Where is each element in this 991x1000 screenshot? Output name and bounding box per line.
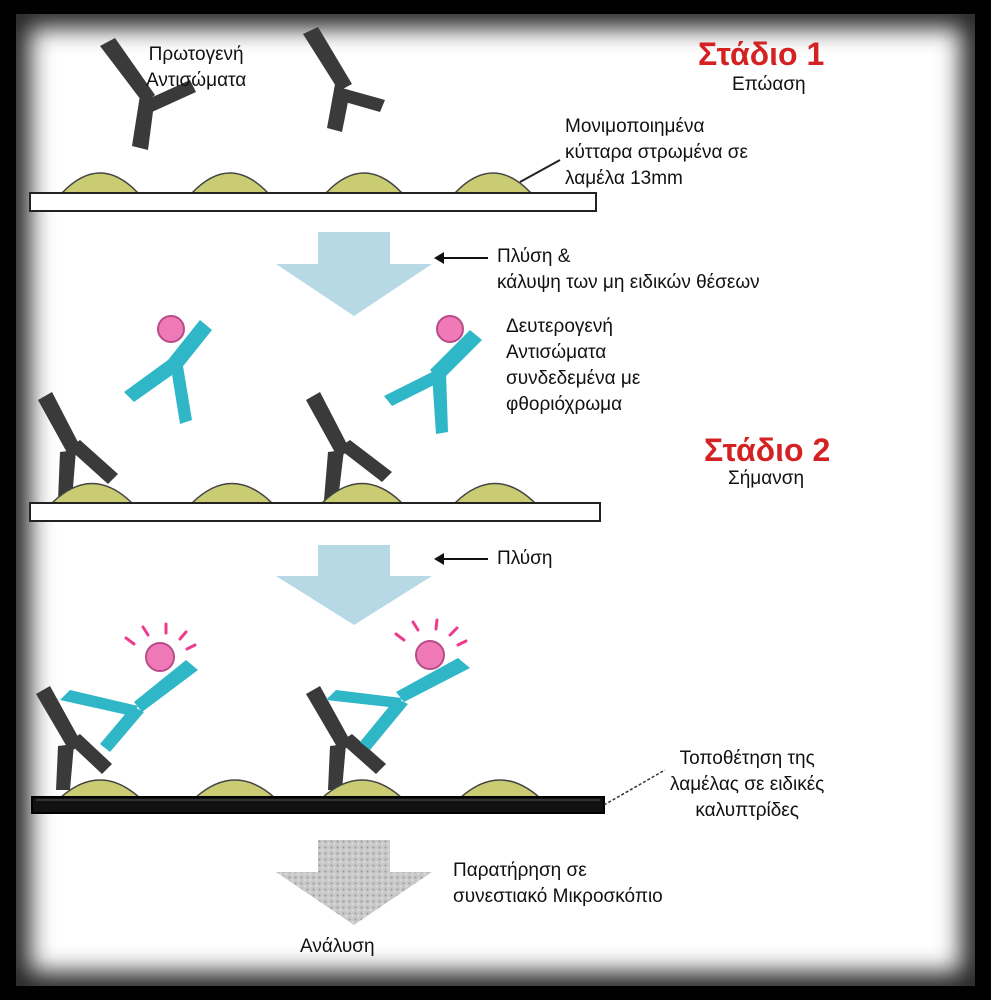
fluorophore-4-rays	[394, 618, 468, 647]
fluorophore-3-rays	[124, 622, 197, 651]
analysis-label: Ανάλυση	[300, 936, 375, 957]
wash-label: Πλύση	[497, 548, 553, 569]
wash-block-label: Πλύση & κάλυψη των μη ειδικών θέσεων	[497, 244, 760, 296]
mounting-label: Τοποθέτηση της λαμέλας σε ειδικές καλυπτ…	[670, 746, 824, 824]
stage2-coverslip	[29, 502, 601, 522]
fixed-cells-line-3: λαμέλα 13mm	[565, 168, 683, 189]
mounting-line-1: Τοποθέτηση της	[679, 748, 815, 769]
wash-block-line-2: κάλυψη των μη ειδικών θέσεων	[497, 272, 760, 293]
stage1-primary-antibody-1	[100, 38, 196, 150]
wash-arrow	[276, 545, 432, 625]
stage3-secondary-antibody-1	[60, 660, 198, 752]
fluorophore-4	[415, 640, 445, 670]
secondary-antibodies-label: Δευτερογενή Αντισώματα συνδεδεμένα με φθ…	[506, 314, 640, 418]
stage2-title: Στάδιο 2	[704, 432, 831, 468]
primary-antibodies-line-1: Πρωτογενή	[148, 44, 244, 65]
observation-arrow	[276, 840, 432, 925]
wash-block-arrow	[276, 232, 432, 316]
stage3-primary-antibody-1	[36, 686, 112, 790]
observation-label: Παρατήρηση σε συνεστιακό Μικροσκόπιο	[453, 858, 663, 910]
stage2-primary-antibody-2	[306, 392, 392, 500]
secondary-antibodies-line-3: συνδεδεμένα με	[506, 368, 641, 389]
secondary-antibodies-line-1: Δευτερογενή	[506, 316, 613, 337]
mounted-slide	[31, 796, 605, 814]
fixed-cells-line-1: Μονιμοποιημένα	[565, 116, 705, 137]
stage3-primary-antibody-2	[306, 686, 386, 790]
stage2-primary-antibody-1	[38, 392, 118, 500]
wash-pointer	[434, 553, 488, 565]
primary-antibodies-label: Πρωτογενή Αντισώματα	[146, 42, 246, 94]
secondary-antibodies-line-2: Αντισώματα	[506, 342, 607, 363]
fluorophore-1	[157, 315, 185, 343]
fluorophore-2	[436, 315, 464, 343]
secondary-antibodies-line-4: φθοριόχρωμα	[506, 394, 623, 415]
stage3-secondary-antibody-2	[326, 658, 470, 750]
stage1-title: Στάδιο 1	[698, 36, 825, 72]
fixed-cells-label: Μονιμοποιημένα κύτταρα στρωμένα σε λαμέλ…	[565, 114, 748, 192]
stage2-secondary-antibody-2	[384, 330, 482, 434]
primary-antibodies-line-2: Αντισώματα	[146, 70, 247, 91]
stage3-cells	[58, 779, 542, 799]
stage1-primary-antibody-2	[303, 27, 385, 132]
fixed-cells-line-2: κύτταρα στρωμένα σε	[565, 142, 748, 163]
wash-block-pointer	[434, 252, 488, 264]
mounting-line-2: λαμέλας σε ειδικές	[670, 774, 825, 795]
wash-block-line-1: Πλύση &	[497, 246, 571, 267]
stage2-secondary-antibody-1	[124, 320, 212, 424]
stage2-subtitle: Σήμανση	[728, 468, 805, 489]
stage1-coverslip	[29, 192, 597, 212]
observation-line-2: συνεστιακό Μικροσκόπιο	[453, 886, 663, 907]
stage2-cells	[50, 482, 537, 504]
observation-line-1: Παρατήρηση σε	[453, 860, 587, 881]
stage1-cells	[60, 172, 533, 194]
stage1-subtitle: Επώαση	[732, 74, 806, 95]
fixed-cells-pointer	[519, 159, 561, 183]
mounting-pointer	[603, 769, 666, 806]
mounting-line-3: καλυπτρίδες	[695, 800, 799, 821]
fluorophore-3	[145, 642, 175, 672]
